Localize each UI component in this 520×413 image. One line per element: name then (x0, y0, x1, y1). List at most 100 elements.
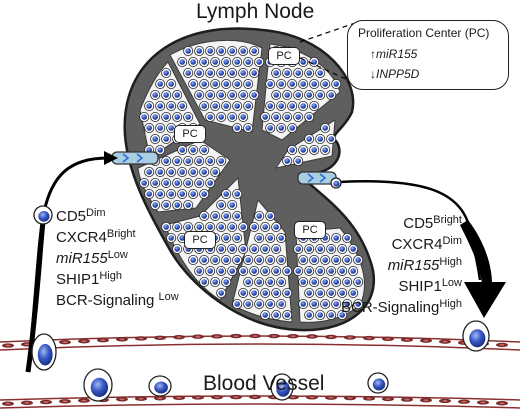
lymphocyte-nucleus (190, 257, 196, 263)
marker-level: Low (158, 291, 179, 303)
lymphocyte-nucleus (218, 92, 224, 98)
callout-inpp5d: ↓INPP5D (370, 67, 420, 81)
lymphocyte-nucleus (273, 70, 279, 76)
lymphocyte-nucleus (267, 301, 273, 307)
red-blood-cell-center (347, 336, 353, 339)
lymphocyte-nucleus (168, 103, 174, 109)
lymphocyte-nucleus (234, 103, 240, 109)
lymphocyte-nucleus (295, 114, 301, 120)
lymphocyte-nucleus (256, 257, 262, 263)
lymphocyte-nucleus (185, 70, 191, 76)
lymphocyte-nucleus (157, 191, 163, 197)
lymphocyte-nucleus (234, 81, 240, 87)
lymphocyte-nucleus (251, 92, 257, 98)
lymphocyte-nucleus (201, 147, 207, 153)
lymphocyte-nucleus (311, 257, 317, 263)
lymphocyte-nucleus (218, 70, 224, 76)
lymphocyte-nucleus (163, 114, 169, 120)
lymphocyte-nucleus (218, 114, 224, 120)
lymphocyte-nucleus (256, 213, 262, 219)
lymphocyte-nucleus (311, 279, 317, 285)
red-blood-cell-center (480, 401, 486, 404)
lymphocyte-nucleus (229, 48, 235, 54)
lymphocyte-nucleus (234, 301, 240, 307)
lymphocyte-nucleus (273, 290, 279, 296)
lymphocyte-nucleus (295, 158, 301, 164)
red-blood-cell-center (43, 401, 49, 403)
lymphocyte-nucleus (212, 257, 218, 263)
marker-level: Bright (106, 228, 136, 240)
migrating-cell-nucleus (276, 381, 290, 397)
callout-mir155: ↑miR155 (370, 47, 418, 61)
lymphocyte-nucleus (229, 92, 235, 98)
lymphocyte-nucleus (328, 92, 334, 98)
lymphocyte-nucleus (273, 92, 279, 98)
red-blood-cell-center (157, 397, 163, 400)
lymphocyte-nucleus (344, 257, 350, 263)
lymphocyte-nucleus (179, 191, 185, 197)
lymphocyte-nucleus (179, 169, 185, 175)
lymphocyte-nucleus (284, 92, 290, 98)
lymphocyte-nucleus (229, 70, 235, 76)
lymphocyte-nucleus (152, 180, 158, 186)
lymphocyte-nucleus (333, 279, 339, 285)
lymphocyte-nucleus (146, 125, 152, 131)
red-blood-cell-center (309, 335, 315, 338)
lymphocyte-nucleus (234, 59, 240, 65)
lymphocyte-nucleus (278, 81, 284, 87)
lymphocyte-nucleus (223, 235, 229, 241)
red-blood-cell-center (385, 337, 391, 340)
red-blood-cell-center (309, 396, 315, 399)
lymphocyte-nucleus (207, 48, 213, 54)
lymphocyte-nucleus (146, 191, 152, 197)
marker-level: Low (441, 277, 462, 289)
lymphocyte-nucleus (229, 202, 235, 208)
lymphocyte-nucleus (306, 114, 312, 120)
red-blood-cell-center (290, 396, 296, 399)
exit-marker: miR155High (341, 255, 462, 276)
entry-marker: CXCR4Bright (56, 227, 179, 248)
lymphocyte-nucleus (223, 103, 229, 109)
lymphocyte-nucleus (278, 235, 284, 241)
red-blood-cell-center (5, 402, 11, 405)
red-blood-cell-center (81, 340, 87, 343)
marker-name: CD5 (56, 208, 87, 225)
red-blood-cell-center (252, 396, 258, 398)
blood-vessel-label: Blood Vessel (203, 372, 325, 395)
marker-name: BCR-Signaling (340, 299, 440, 316)
lymphocyte-nucleus (212, 279, 218, 285)
lymphocyte-nucleus (273, 268, 279, 274)
lymphocyte-nucleus (234, 213, 240, 219)
lymphocyte-nucleus (174, 114, 180, 120)
lymphocyte-nucleus (240, 290, 246, 296)
lymphocyte-nucleus (234, 191, 240, 197)
lymphocyte-nucleus (344, 279, 350, 285)
entry-marker: CD5Dim (56, 206, 179, 227)
lymphocyte-nucleus (223, 59, 229, 65)
lymphocyte-nucleus (289, 147, 295, 153)
red-blood-cell-center (138, 337, 144, 340)
lymphocyte-nucleus (295, 92, 301, 98)
lymphocyte-nucleus (245, 301, 251, 307)
lymphocyte-nucleus (218, 158, 224, 164)
lymphocyte-nucleus (256, 279, 262, 285)
lymphocyte-nucleus (185, 224, 191, 230)
lymphocyte-nucleus (245, 257, 251, 263)
lymphocyte-nucleus (245, 279, 251, 285)
pc-tag-top: PC (268, 47, 300, 65)
lymphocyte-nucleus (229, 268, 235, 274)
red-blood-cell-center (24, 401, 30, 404)
lymphocyte-nucleus (306, 70, 312, 76)
lymphocyte-nucleus (240, 70, 246, 76)
marker-name: miR155 (387, 257, 440, 274)
lymphocyte-nucleus (306, 92, 312, 98)
lymphocyte-nucleus (146, 103, 152, 109)
lymphocyte-nucleus (196, 70, 202, 76)
lymphocyte-nucleus (251, 246, 257, 252)
lymphocyte-nucleus (163, 158, 169, 164)
lymphocyte-nucleus (273, 246, 279, 252)
lymphocyte-nucleus (284, 290, 290, 296)
lymphocyte-nucleus (179, 59, 185, 65)
exit-marker: CD5Bright (341, 213, 462, 234)
